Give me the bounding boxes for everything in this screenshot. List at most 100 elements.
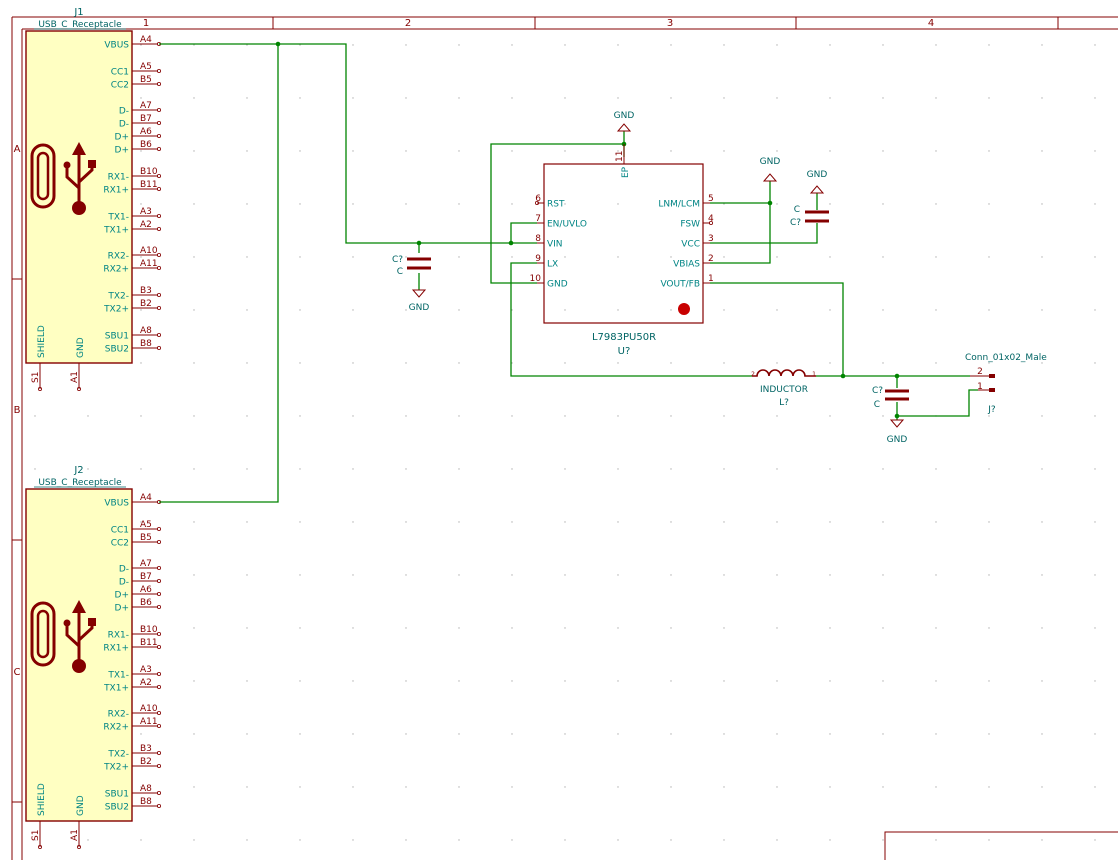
bottom-pins: SHIELD S1 GND A1 <box>31 325 86 391</box>
gnd-label: GND <box>614 111 635 121</box>
junctions <box>275 41 900 419</box>
connector-pin[interactable]: D-B7 <box>119 114 161 130</box>
capacitor-vcc[interactable]: C C? <box>790 205 829 228</box>
component-ref: J1 <box>73 7 83 18</box>
connector-pin[interactable]: RX2-A10 <box>108 704 161 720</box>
pin-name: D+ <box>115 604 129 614</box>
connector-pin[interactable]: TX2+B2 <box>103 299 161 315</box>
capacitor-input[interactable]: C? C <box>392 255 431 277</box>
pin-name: RST <box>547 200 565 210</box>
header-pin-1: 1 <box>977 382 983 392</box>
pin-number: A3 <box>140 665 152 675</box>
connector-pin[interactable]: CC1 A5 <box>111 62 161 78</box>
connector-pin[interactable]: RX1+ B11 <box>103 638 161 654</box>
cap-value: C <box>874 400 880 410</box>
connector-pin[interactable]: TX1+A2 <box>103 678 161 694</box>
connector-pin[interactable]: TX2+B2 <box>103 757 161 773</box>
pin-number: 3 <box>708 234 714 244</box>
connector-pin[interactable]: RX2-A10 <box>108 246 161 262</box>
connector-pin[interactable]: D+B6 <box>115 140 161 156</box>
inductor[interactable]: 2 1 INDUCTOR L? <box>751 369 816 408</box>
connector-pin[interactable]: TX2-B3 <box>107 286 161 302</box>
usb-c-connector-j2[interactable]: J2 USB_C_Receptacle VBUSA4CC1A5CC2B5D-A7… <box>25 465 161 850</box>
cap-ref: C? <box>872 386 883 396</box>
ic-part-number: L7983PU50R <box>592 332 656 343</box>
connector-pin[interactable]: D+A6 <box>115 127 161 143</box>
pin-number: A2 <box>140 678 152 688</box>
usb-c-connector-j1[interactable]: J1 USB_C_Receptacle VBUSA4CC1A5CC2B5D-A7… <box>25 7 161 391</box>
connector-pin[interactable]: TX1-A3 <box>107 207 161 223</box>
pin-header[interactable]: Conn_01x02_Male 2 1 J? <box>965 353 1047 415</box>
connector-pin[interactable]: D-A7 <box>119 101 161 117</box>
frame-col-label-1: 1 <box>143 18 149 29</box>
pin-number: B8 <box>140 797 152 807</box>
pin-name: CC1 <box>111 68 129 78</box>
connector-pin[interactable]: TX2-B3 <box>107 744 161 760</box>
header-ref: J? <box>987 405 996 415</box>
frame-row-label-a: A <box>14 144 21 155</box>
pin-number: A11 <box>140 259 158 269</box>
gnd-symbol-vcc-cap[interactable]: GND <box>807 170 828 194</box>
connector-pin[interactable]: D+A6 <box>115 585 161 601</box>
pin-number: B10 <box>140 625 158 635</box>
pin-number: A8 <box>140 326 152 336</box>
pin-name: D- <box>119 120 129 130</box>
pin-number: B2 <box>140 299 152 309</box>
wire-vcc <box>710 223 818 244</box>
pin-name: RX1+ <box>103 644 129 654</box>
pin-number: B8 <box>140 339 152 349</box>
capacitor-output[interactable]: C? C <box>872 386 909 410</box>
connector-pin[interactable]: TX1- A3 <box>107 665 161 681</box>
pin-name: TX2- <box>107 750 129 760</box>
pin-number: B11 <box>140 638 158 648</box>
pin-number: B10 <box>140 167 158 177</box>
connector-pin[interactable]: TX1+A2 <box>103 220 161 236</box>
cap-value: C <box>794 205 800 215</box>
connector-pin[interactable]: D-B7 <box>119 572 161 588</box>
pin-number: 2 <box>708 254 714 264</box>
gnd-symbol-input-cap[interactable]: GND <box>409 289 430 313</box>
gnd-label: GND <box>807 170 828 180</box>
connector-pin[interactable]: RX1-B10 <box>108 167 161 183</box>
ic-pin[interactable]: LX9 <box>535 254 558 270</box>
gnd-symbol-output-cap[interactable]: GND <box>887 419 908 445</box>
connector-pin[interactable]: RX2+A11 <box>103 717 161 733</box>
usb-c-icon <box>30 142 96 215</box>
gnd-label: GND <box>409 303 430 313</box>
connector-pin[interactable]: D-A7 <box>119 559 161 575</box>
connector-pin[interactable]: RX1-B10 <box>108 625 161 641</box>
ic-ref: U? <box>618 346 631 357</box>
pin-number: A5 <box>140 62 152 72</box>
pin-name: SBU1 <box>105 790 129 800</box>
pin-name: RX2+ <box>103 723 129 733</box>
gnd-symbol-ep[interactable]: GND <box>614 111 635 132</box>
connector-pin[interactable]: D+B6 <box>115 598 161 614</box>
connector-pin[interactable]: RX1+B11 <box>103 180 161 196</box>
pin-num-s1: S1 <box>31 372 41 383</box>
connector-pin[interactable]: RX2+A11 <box>103 259 161 275</box>
pin-name: TX1- <box>107 671 129 681</box>
pin-name: CC2 <box>111 81 129 91</box>
pin-number: B11 <box>140 180 158 190</box>
wire-lx <box>510 262 752 377</box>
pin-num-s1: S1 <box>31 830 41 841</box>
ic-pin[interactable]: VOUT/FB1 <box>660 274 713 290</box>
gnd-symbol-lnm[interactable]: GND <box>760 157 781 182</box>
pin-number: 4 <box>708 214 714 224</box>
